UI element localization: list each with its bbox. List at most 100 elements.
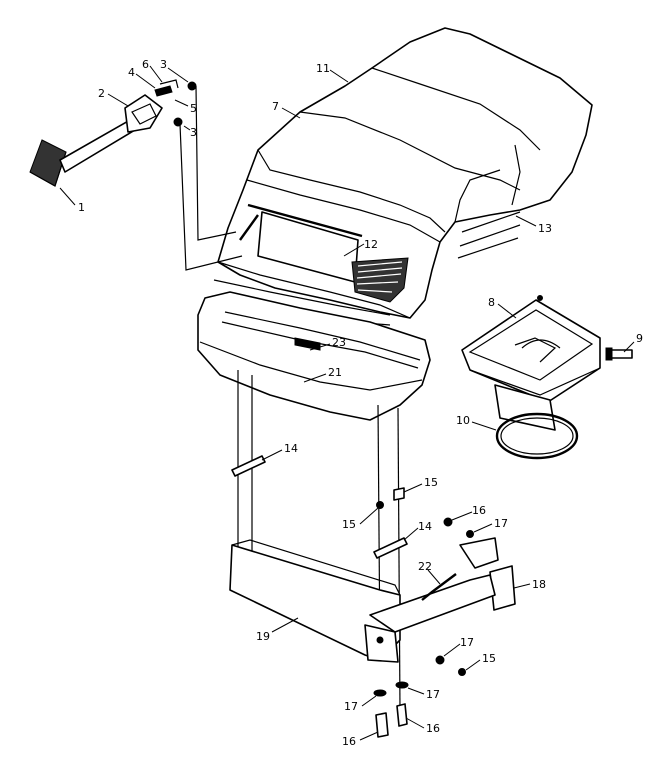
seat-pan-lip [469, 367, 601, 396]
hood-front-line-2 [246, 179, 441, 243]
clip-14-lower [373, 537, 408, 559]
leader-4 [135, 73, 156, 89]
seat-pan-8 [461, 299, 601, 403]
callout-16: 16 [342, 735, 356, 748]
leader-21 [303, 373, 327, 383]
callout-3: 3 [190, 126, 197, 139]
callout-6: 6 [142, 58, 149, 71]
washer-17-mid [435, 655, 445, 665]
pin-16-left [375, 712, 389, 738]
bumper-21 [197, 291, 431, 421]
bolt-9 [609, 349, 633, 359]
washer-16-top [443, 517, 453, 527]
leader-18 [513, 583, 531, 589]
bumper-lower-edge [199, 341, 423, 391]
leader-8 [497, 303, 517, 319]
leader-13 [515, 215, 537, 227]
hood-top-crease-2 [371, 67, 541, 151]
callout-7: 7 [272, 100, 279, 113]
nut-15-right [393, 487, 405, 501]
callout-17: 17 [426, 688, 440, 701]
bumper-23-insert [294, 337, 321, 351]
mount-plate [369, 574, 496, 633]
nut-3-top [187, 81, 197, 91]
seat-pan-arc [521, 339, 561, 349]
front-panel-frame [239, 203, 363, 241]
callout-16: 16 [426, 722, 440, 735]
callout-22: 22 [418, 560, 432, 573]
grille [351, 257, 409, 303]
callout-11: 11 [316, 62, 330, 75]
leader-3a [167, 67, 189, 83]
callout-8: 8 [488, 296, 495, 309]
seat-pan-assembly [461, 295, 633, 460]
leader-12 [343, 243, 365, 257]
callout-14: 14 [418, 520, 432, 533]
callout-12: 12 [364, 238, 378, 251]
leader-16a [451, 511, 473, 521]
callout-13: 13 [538, 222, 552, 235]
leader-16b [359, 731, 379, 741]
callout-17: 17 [460, 636, 474, 649]
washer-17-top [466, 530, 474, 538]
callout-15: 15 [482, 652, 496, 665]
hood-front-upper-edge [257, 149, 446, 233]
pin-16-right [396, 703, 408, 727]
clip-14-upper [231, 455, 266, 477]
washer-17-left [373, 689, 387, 697]
leader-5 [174, 99, 189, 107]
leader-19 [271, 617, 299, 633]
leader-17b [443, 643, 461, 657]
bracket-18 [489, 565, 516, 611]
side-vent-13 [457, 211, 521, 259]
leader-22 [427, 569, 441, 585]
callout-16: 16 [472, 504, 486, 517]
callout-17: 17 [344, 700, 358, 713]
callout-labels: 1 2 3 3 4 5 6 7 8 9 10 11 12 13 14 14 15… [78, 58, 643, 748]
washer-17-right [395, 681, 409, 689]
leader-6 [149, 65, 163, 83]
pedal-arm [59, 119, 136, 173]
spring-22 [421, 573, 457, 601]
leader-17c [361, 695, 377, 707]
callout-10: 10 [456, 414, 470, 427]
vertical-guide-right-b [397, 407, 401, 711]
callout-3: 3 [160, 58, 167, 71]
leader-10 [471, 421, 497, 431]
leader-14b [403, 527, 419, 541]
hood-top-crease [299, 111, 521, 191]
leader-3b [183, 125, 191, 131]
control-rod [179, 85, 243, 271]
grille-lines [356, 261, 403, 293]
pedal-assembly [29, 79, 197, 187]
callout-23: 23 [332, 336, 346, 349]
nut-15-low [458, 668, 466, 676]
callout-9: 9 [636, 332, 643, 345]
pedal-pivot-2 [124, 94, 163, 133]
seat-pan-top [468, 309, 594, 381]
callout-19: 19 [256, 630, 270, 643]
leader-lines [59, 65, 635, 741]
leader-1 [59, 187, 76, 206]
mount-plate-side [364, 624, 399, 663]
callout-15: 15 [424, 476, 438, 489]
callout-14: 14 [284, 442, 298, 455]
callout-4: 4 [128, 66, 135, 79]
bracket-arm [459, 537, 499, 569]
front-bumper [197, 291, 431, 421]
leader-2 [107, 93, 129, 107]
hood-side-crease [511, 144, 521, 206]
mount-hole [376, 636, 384, 644]
pivot-bolt-4 [154, 85, 173, 97]
leader-17d [407, 687, 425, 695]
leader-14a [261, 449, 283, 461]
callout-5: 5 [190, 102, 197, 115]
hood-side-curve [454, 169, 501, 223]
leader-15a [403, 483, 423, 493]
leader-17a [473, 523, 493, 533]
ring-10 [495, 412, 579, 460]
seat-pan-bolt [537, 295, 543, 301]
nut-15-left [376, 501, 384, 509]
